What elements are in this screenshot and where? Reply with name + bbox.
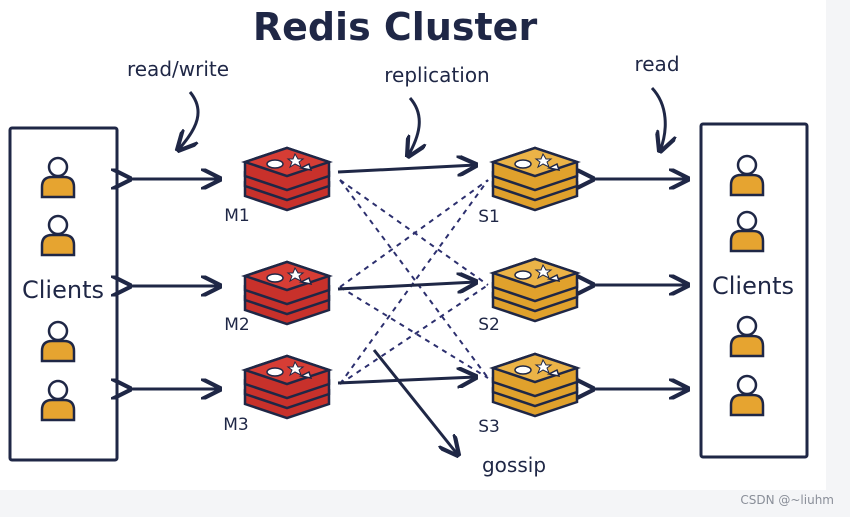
label-read-write: read/write [127,57,229,81]
redis-master-node-icon [241,260,333,326]
left-user-icon [40,320,76,363]
diagram-title: Redis Cluster [253,5,538,49]
watermark-text: CSDN @~liuhm [740,493,834,507]
replication-arrow [337,282,476,289]
slave-label: S2 [478,315,500,335]
replication-arrow [337,165,476,172]
replication-pointer-arrow [408,97,419,156]
redis-master-node-icon [241,354,333,420]
right-user-icon [729,315,765,358]
redis-slave-node-icon [489,352,581,418]
redis-slave-node-icon [489,257,581,323]
left-clients-label: Clients [22,276,104,304]
read-write-pointer-arrow [178,91,200,150]
right-clients-box [699,122,809,459]
left-user-icon [40,156,76,199]
label-gossip: gossip [482,453,546,477]
gossip-dashed-lines [339,179,489,385]
master-label: M1 [224,206,249,226]
master-label: M2 [224,315,249,335]
master-label: M3 [223,415,248,435]
left-user-icon [40,214,76,257]
slave-label: S1 [478,207,500,227]
left-user-icon [40,379,76,422]
replication-arrow [337,377,476,383]
redis-master-node-icon [241,146,333,212]
right-user-icon [729,154,765,197]
label-replication: replication [384,63,489,87]
right-user-icon [729,210,765,253]
read-pointer-arrow [650,86,665,151]
label-read: read [634,52,679,76]
diagram-canvas: Redis Cluster read/write replication rea… [0,0,826,490]
right-clients-label: Clients [712,272,794,300]
slave-label: S3 [478,417,500,437]
redis-cluster-diagram: Redis Cluster read/write replication rea… [8,5,809,477]
right-user-icon [729,374,765,417]
redis-slave-node-icon [489,146,581,212]
gossip-pointer-arrow [372,349,458,455]
